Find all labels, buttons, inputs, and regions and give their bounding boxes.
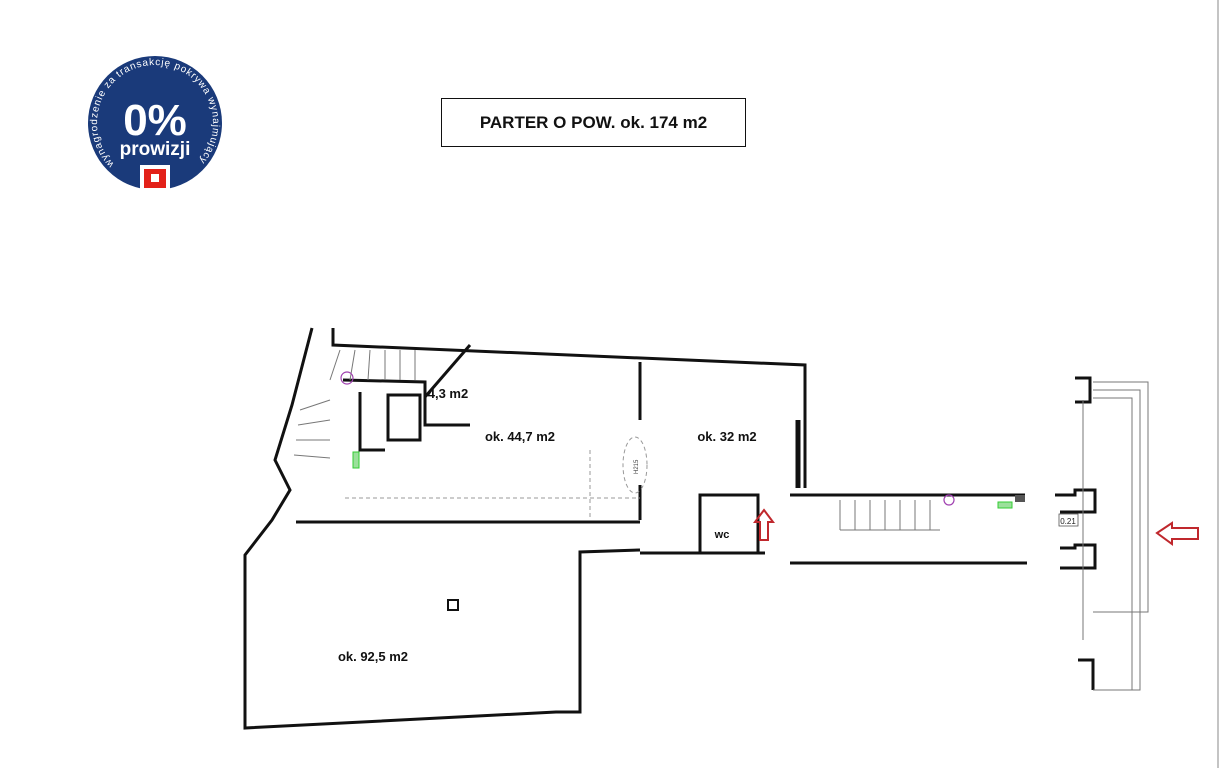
- entrance-arrow-left-icon: [1155, 521, 1199, 546]
- walls: [243, 327, 1149, 730]
- column: [447, 599, 459, 611]
- room-label: wc: [714, 529, 730, 541]
- room-label: ok. 44,7 m2: [485, 429, 555, 444]
- badge-word: prowizji: [120, 139, 191, 160]
- entrance-arrow-up-icon: [753, 508, 775, 541]
- badge-circle: [88, 56, 222, 190]
- dimension-label: 0.21: [1060, 517, 1076, 526]
- room-label: ok. 32 m2: [697, 429, 756, 444]
- floor-title: PARTER O POW. ok. 174 m2: [441, 98, 746, 147]
- room-label: 4,3 m2: [428, 386, 468, 401]
- badge-percent: 0%: [123, 96, 187, 145]
- height-label: H215: [634, 459, 640, 474]
- meter-marker: [352, 451, 360, 469]
- room-label: ok. 92,5 m2: [338, 649, 408, 664]
- riser-marker: [340, 371, 354, 385]
- commission-badge: 0% prowizji wynagrodzenie za transakcję …: [88, 56, 222, 192]
